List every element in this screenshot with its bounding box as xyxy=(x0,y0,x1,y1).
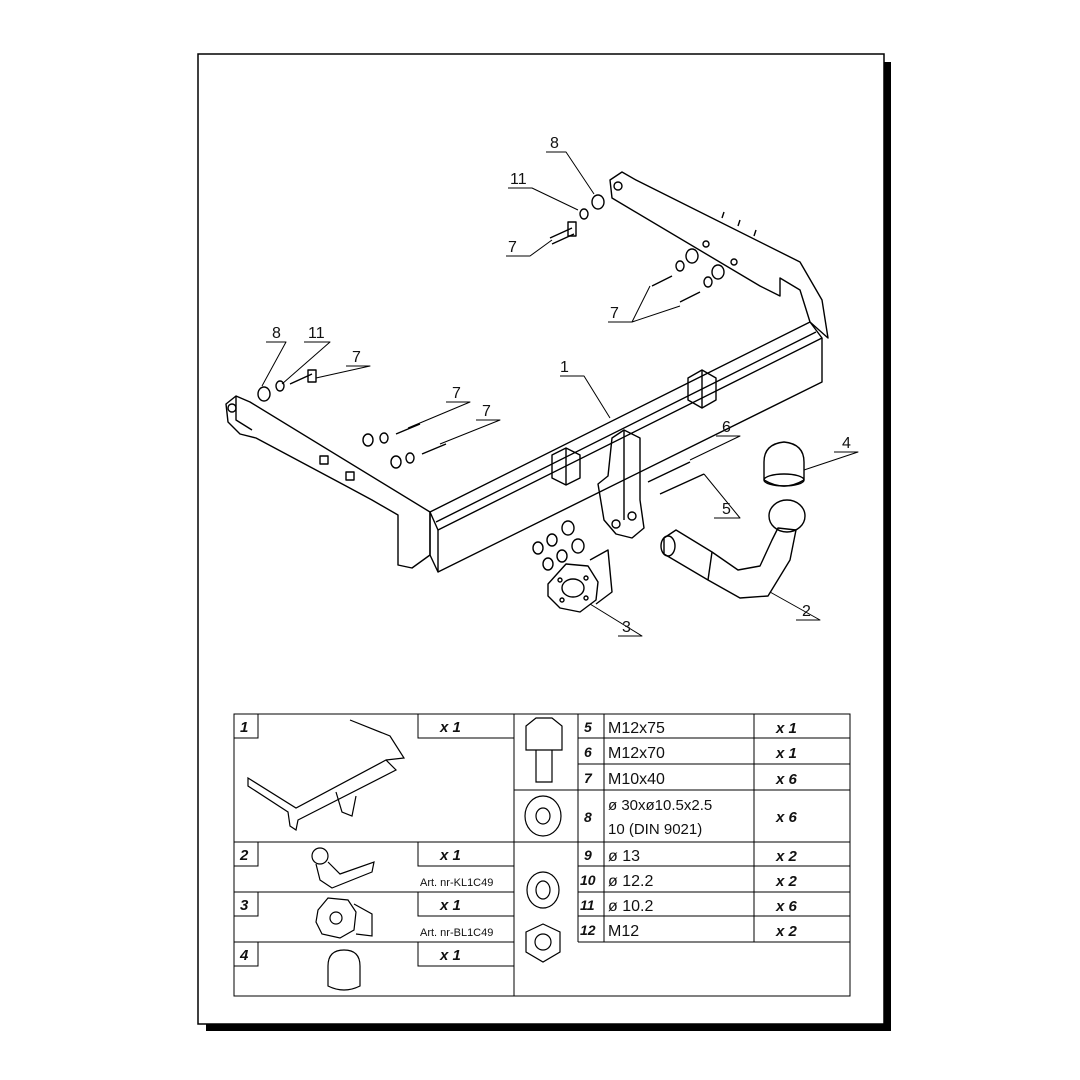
callout-7-top: 7 xyxy=(508,239,517,256)
part-desc-5: M12x75 xyxy=(608,720,665,737)
part-desc-9: ø 13 xyxy=(608,848,640,865)
part-number-4: 4 xyxy=(239,947,249,964)
frame xyxy=(197,53,885,1025)
part-number-11: 11 xyxy=(580,897,595,913)
left-side-arm xyxy=(225,395,431,569)
part-qty-3: x 1 xyxy=(439,897,461,914)
ball-cap-thumbnail xyxy=(327,949,361,991)
callout-8-top: 8 xyxy=(550,135,559,152)
leader-lines xyxy=(261,151,859,637)
part-desc-7: M10x40 xyxy=(608,771,665,788)
part-number-9: 9 xyxy=(584,847,592,863)
callout-2: 2 xyxy=(802,603,811,620)
socket-plate xyxy=(547,549,613,613)
part-desc-8-line2: 10 (DIN 9021) xyxy=(608,821,702,838)
callout-7-left-a: 7 xyxy=(352,349,361,366)
bolt-icon xyxy=(525,717,563,783)
parts-left-text: 1 x 1 2 x 1 Art. nr-KL1C49 3 x 1 Art. nr… xyxy=(239,719,493,964)
callout-4: 4 xyxy=(842,435,851,452)
part-art-2: Art. nr-KL1C49 xyxy=(420,877,493,889)
part-desc-12: M12 xyxy=(608,923,639,940)
callout-7-left-c: 7 xyxy=(482,403,491,420)
table-icons xyxy=(247,717,563,991)
part-qty-5: x 1 xyxy=(775,720,797,737)
part-number-3: 3 xyxy=(240,897,249,914)
part-qty-4: x 1 xyxy=(439,947,461,964)
part-number-8: 8 xyxy=(584,809,592,825)
callout-3: 3 xyxy=(622,619,631,636)
part-qty-2: x 1 xyxy=(439,847,461,864)
part-number-10: 10 xyxy=(580,872,596,888)
callout-8-left: 8 xyxy=(272,325,281,342)
callout-11-top: 11 xyxy=(510,171,527,188)
part-desc-11: ø 10.2 xyxy=(608,898,653,915)
washer-icon xyxy=(524,795,562,837)
fasteners xyxy=(257,194,738,571)
towball-thumbnail xyxy=(311,847,375,889)
part-qty-6: x 1 xyxy=(775,745,797,762)
part-number-1: 1 xyxy=(240,719,248,736)
part-qty-8: x 6 xyxy=(775,809,798,826)
tow-bar-beam xyxy=(429,321,823,573)
part-number-5: 5 xyxy=(584,719,592,735)
center-bracket xyxy=(597,429,645,539)
nut-icon xyxy=(525,923,561,963)
right-side-arm xyxy=(609,171,829,339)
callout-7-right: 7 xyxy=(610,305,619,322)
parts-table xyxy=(233,713,851,997)
part-art-3: Art. nr-BL1C49 xyxy=(420,927,493,939)
towball-neck xyxy=(660,499,806,599)
part-qty-1: x 1 xyxy=(439,719,461,736)
callout-6: 6 xyxy=(722,419,731,436)
part-qty-7: x 6 xyxy=(775,771,798,788)
part-desc-10: ø 12.2 xyxy=(608,873,653,890)
part-qty-11: x 6 xyxy=(775,898,798,915)
part-qty-9: x 2 xyxy=(775,848,798,865)
callout-5: 5 xyxy=(722,501,731,518)
part-desc-6: M12x70 xyxy=(608,745,665,762)
callout-7-left-b: 7 xyxy=(452,385,461,402)
ball-cap xyxy=(763,441,805,487)
callout-labels: 8 11 7 7 8 11 7 7 7 1 6 5 4 3 2 xyxy=(272,135,851,636)
part-number-12: 12 xyxy=(580,922,596,938)
part-qty-10: x 2 xyxy=(775,873,798,890)
socket-plate-thumbnail xyxy=(315,897,373,939)
part-desc-8: ø 30xø10.5x2.5 xyxy=(608,797,712,814)
callout-11-left: 11 xyxy=(308,325,325,342)
part-qty-12: x 2 xyxy=(775,923,798,940)
spring-washer-icon xyxy=(526,871,560,909)
tow-bar-thumbnail xyxy=(247,719,406,831)
callout-1: 1 xyxy=(560,359,569,376)
part-number-6: 6 xyxy=(584,744,592,760)
exploded-view xyxy=(225,151,859,637)
part-number-7: 7 xyxy=(584,770,593,786)
parts-right-text: 5 M12x75 x 1 6 M12x70 x 1 7 M10x40 x 6 8… xyxy=(580,719,798,940)
part-number-2: 2 xyxy=(239,847,249,864)
